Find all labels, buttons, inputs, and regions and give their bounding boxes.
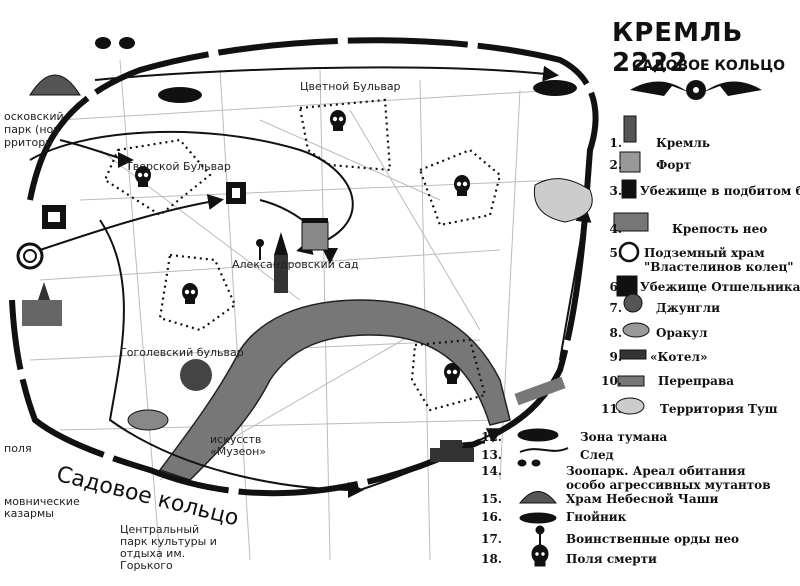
garden-ring: [9, 37, 599, 497]
fog-zone-icon: [533, 80, 577, 96]
oracle-icon: [127, 409, 169, 431]
street-grid: [29, 59, 561, 561]
map-title: КРЕМЛЬ 2222: [612, 18, 744, 78]
tush-territory-icon: [533, 178, 593, 223]
tank-icon: [430, 440, 486, 462]
fort-icon: [301, 218, 329, 251]
biorobot-shelter-icon: [226, 182, 246, 204]
death-field-zones: [103, 98, 502, 412]
map-label-gorky-park: Центральный парк культуры и отдыха им. Г…: [120, 523, 217, 572]
mutant-eyes-icon: [95, 37, 135, 49]
map-subtitle: САДОВОЕ КОЛЬЦО: [632, 58, 786, 74]
abscess-icon: [158, 87, 202, 103]
radiation-bat-icon: [630, 80, 762, 100]
map-label-alexandrovsky: Александровский сад: [232, 258, 359, 271]
map-label-field: поля: [4, 442, 32, 455]
map-label-park: осковский парк (нов рритори: [4, 110, 64, 149]
map-label-tverskoy: Тверской Бульвар: [126, 160, 231, 173]
map-label-tsvetnoy: Цветной Бульвар: [300, 80, 401, 93]
jungle-icon: [180, 359, 212, 391]
hermit-shelter-icon: [42, 205, 66, 229]
ring-temple-icon: [16, 242, 44, 270]
neo-warrior-icon: [256, 239, 264, 260]
map-label-museon: искусств «Музеон»: [210, 433, 266, 458]
moscow-river: [158, 299, 511, 481]
skull-icon: [454, 175, 470, 196]
skull-icon: [330, 110, 346, 131]
neo-fortress-icon: [22, 282, 62, 326]
crossing-icon: [514, 376, 566, 406]
kremlin-tower-icon: [274, 232, 288, 293]
trail-routes: [29, 65, 592, 498]
skull-icon: [444, 363, 460, 384]
legend-icons: [517, 115, 650, 567]
skull-icon: [182, 283, 198, 304]
map-label-gogolevsky: Гоголевский бульвар: [120, 346, 244, 359]
dome-temple-icon: [29, 74, 81, 96]
map-label-barracks: мовнические казармы: [4, 495, 80, 520]
